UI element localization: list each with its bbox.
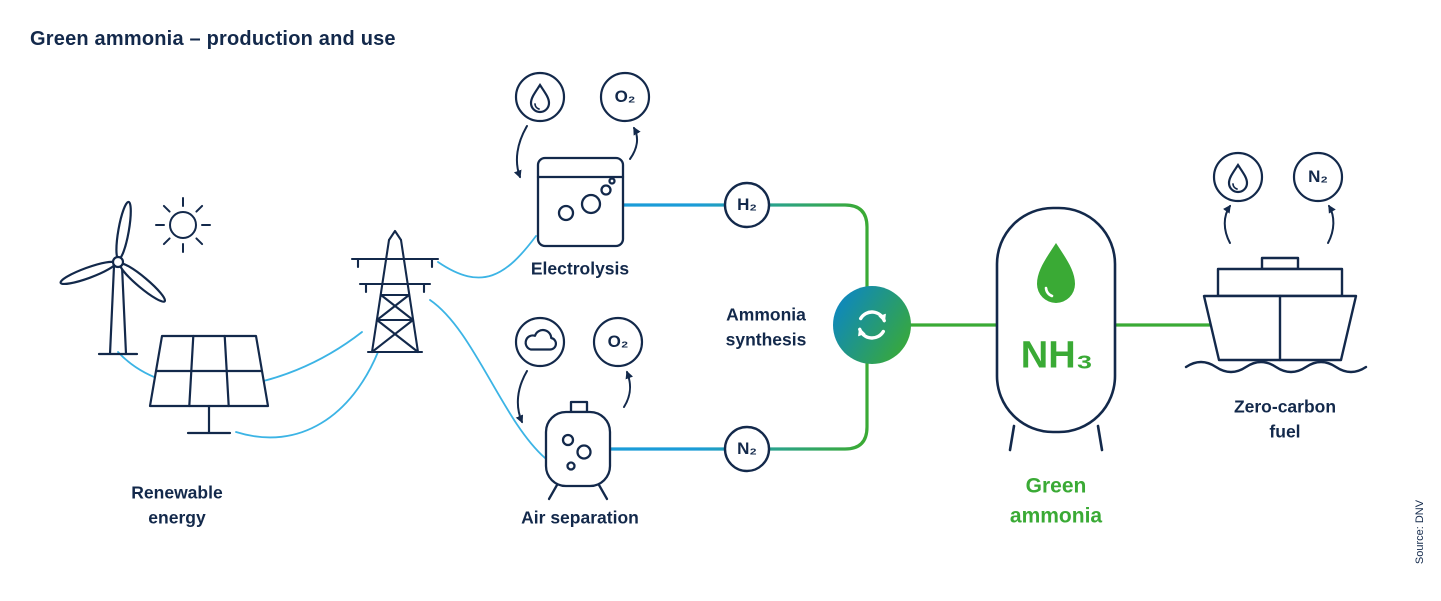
o2-label-air-separation: O₂ [607,332,629,351]
label-ammonia-synthesis: Ammonia synthesis [725,304,807,350]
page-title: Green ammonia – production and use [30,28,396,50]
label-air-separation: Air separation [521,507,639,528]
air-cloud-icon [514,316,566,368]
water-droplet-icon-ship [1212,151,1264,203]
ammonia-synthesis-icon [833,286,911,364]
label-zero-carbon-fuel: Zero-carbon fuel [1233,396,1337,442]
ship-emission-arrows [1222,204,1336,244]
solar-panel-icon [148,334,270,435]
label-renewable-energy: Renewable energy [131,482,223,528]
electrolysis-icon [536,156,625,248]
ship-icon [1184,256,1368,374]
o2-circle-air-separation [592,316,644,368]
label-green-ammonia: Green ammonia [1009,474,1103,528]
source-credit: Source: DNV [1414,499,1426,565]
o2-label-electrolysis: O₂ [614,87,636,106]
water-droplet-icon [514,71,566,123]
sun-icon [155,197,211,253]
recycle-arrows-icon [858,310,886,340]
n2-label: N₂ [737,439,757,458]
electrolysis-flow-arrows [513,125,641,179]
label-electrolysis: Electrolysis [530,258,630,279]
process-flow-lines [610,203,869,451]
wind-turbine-icon [59,200,167,356]
n2-circle [723,425,771,473]
n2-label-ship: N₂ [1308,167,1328,186]
transmission-tower-icon [350,229,440,354]
wave-icon [1184,360,1368,374]
air-separation-icon [544,400,612,501]
air-separation-flow-arrows [515,370,634,424]
ammonia-tank-icon [995,206,1117,452]
o2-circle-electrolysis [599,71,651,123]
n2-circle-ship [1292,151,1344,203]
h2-circle [723,181,771,229]
nh3-formula: NH₃ [1020,334,1094,377]
h2-label: H₂ [737,195,757,214]
green-droplet-icon [1037,243,1075,303]
